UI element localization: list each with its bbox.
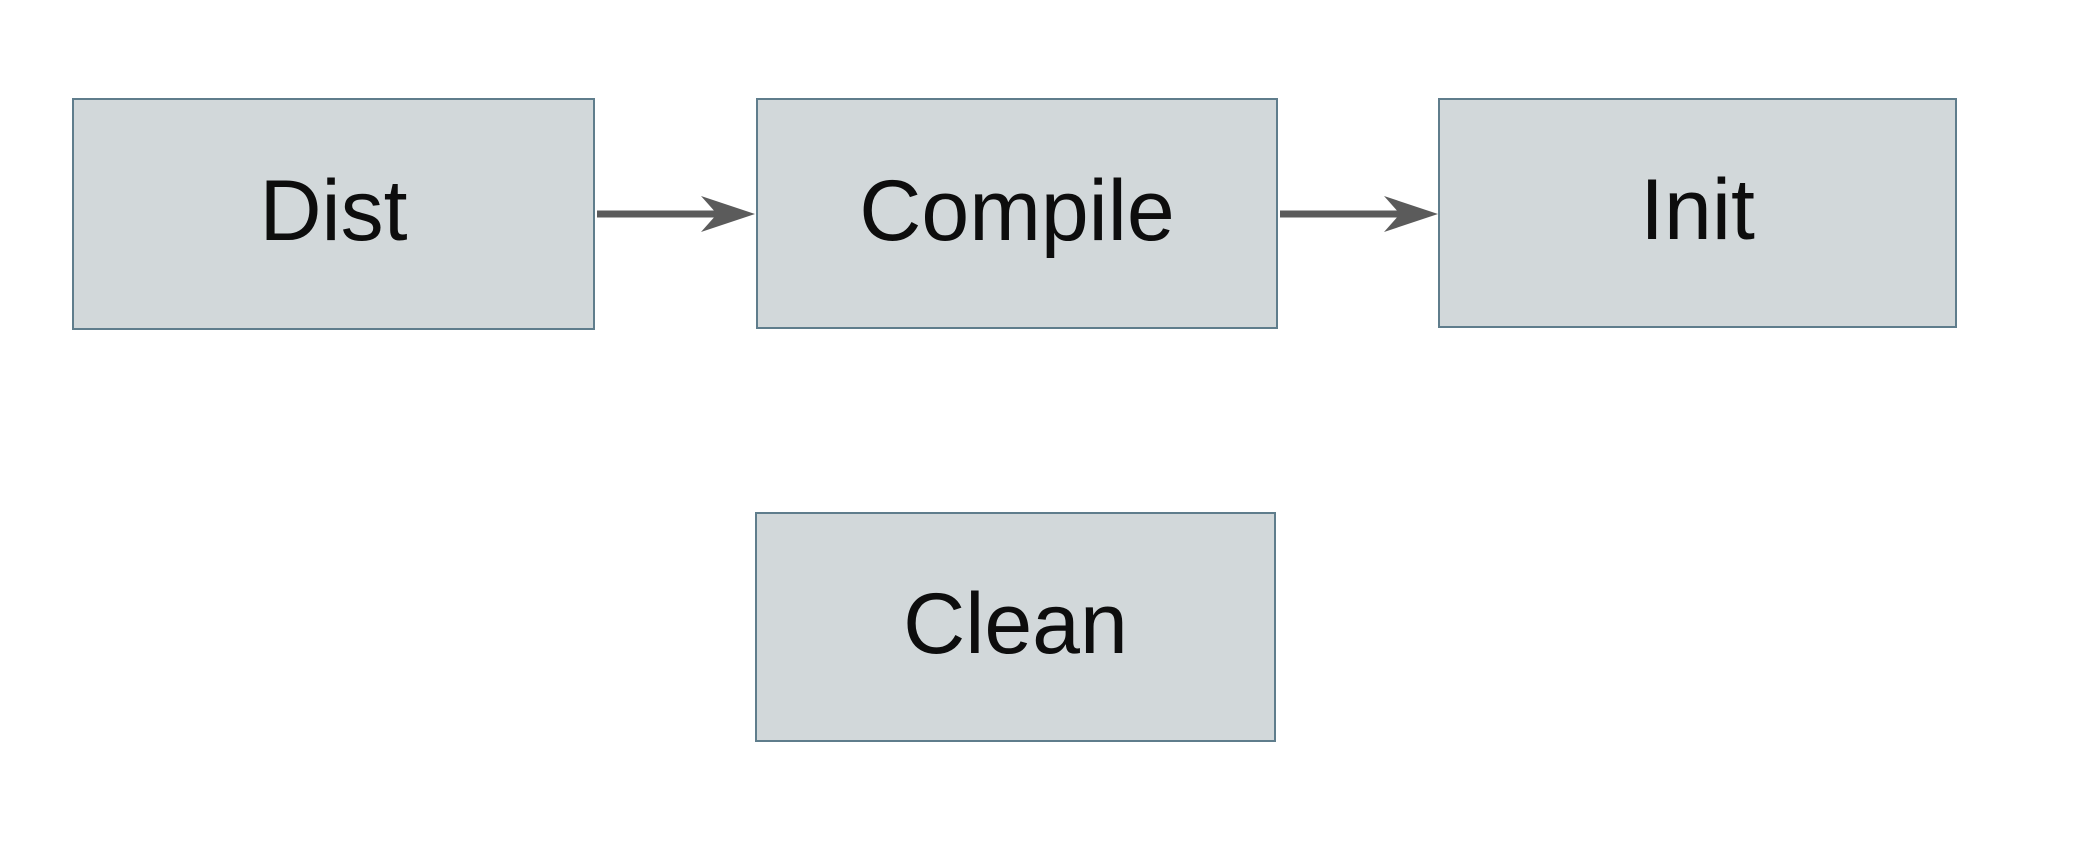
arrow-dist-to-compile[interactable] xyxy=(597,196,755,232)
node-dist[interactable]: Dist xyxy=(72,98,595,330)
node-compile[interactable]: Compile xyxy=(756,98,1278,329)
node-init-label: Init xyxy=(1640,162,1755,258)
node-clean[interactable]: Clean xyxy=(755,512,1276,742)
arrow-compile-to-init[interactable] xyxy=(1280,196,1438,232)
node-clean-label: Clean xyxy=(903,576,1128,672)
node-compile-label: Compile xyxy=(859,162,1175,259)
node-init[interactable]: Init xyxy=(1438,98,1957,328)
node-dist-label: Dist xyxy=(259,163,408,259)
